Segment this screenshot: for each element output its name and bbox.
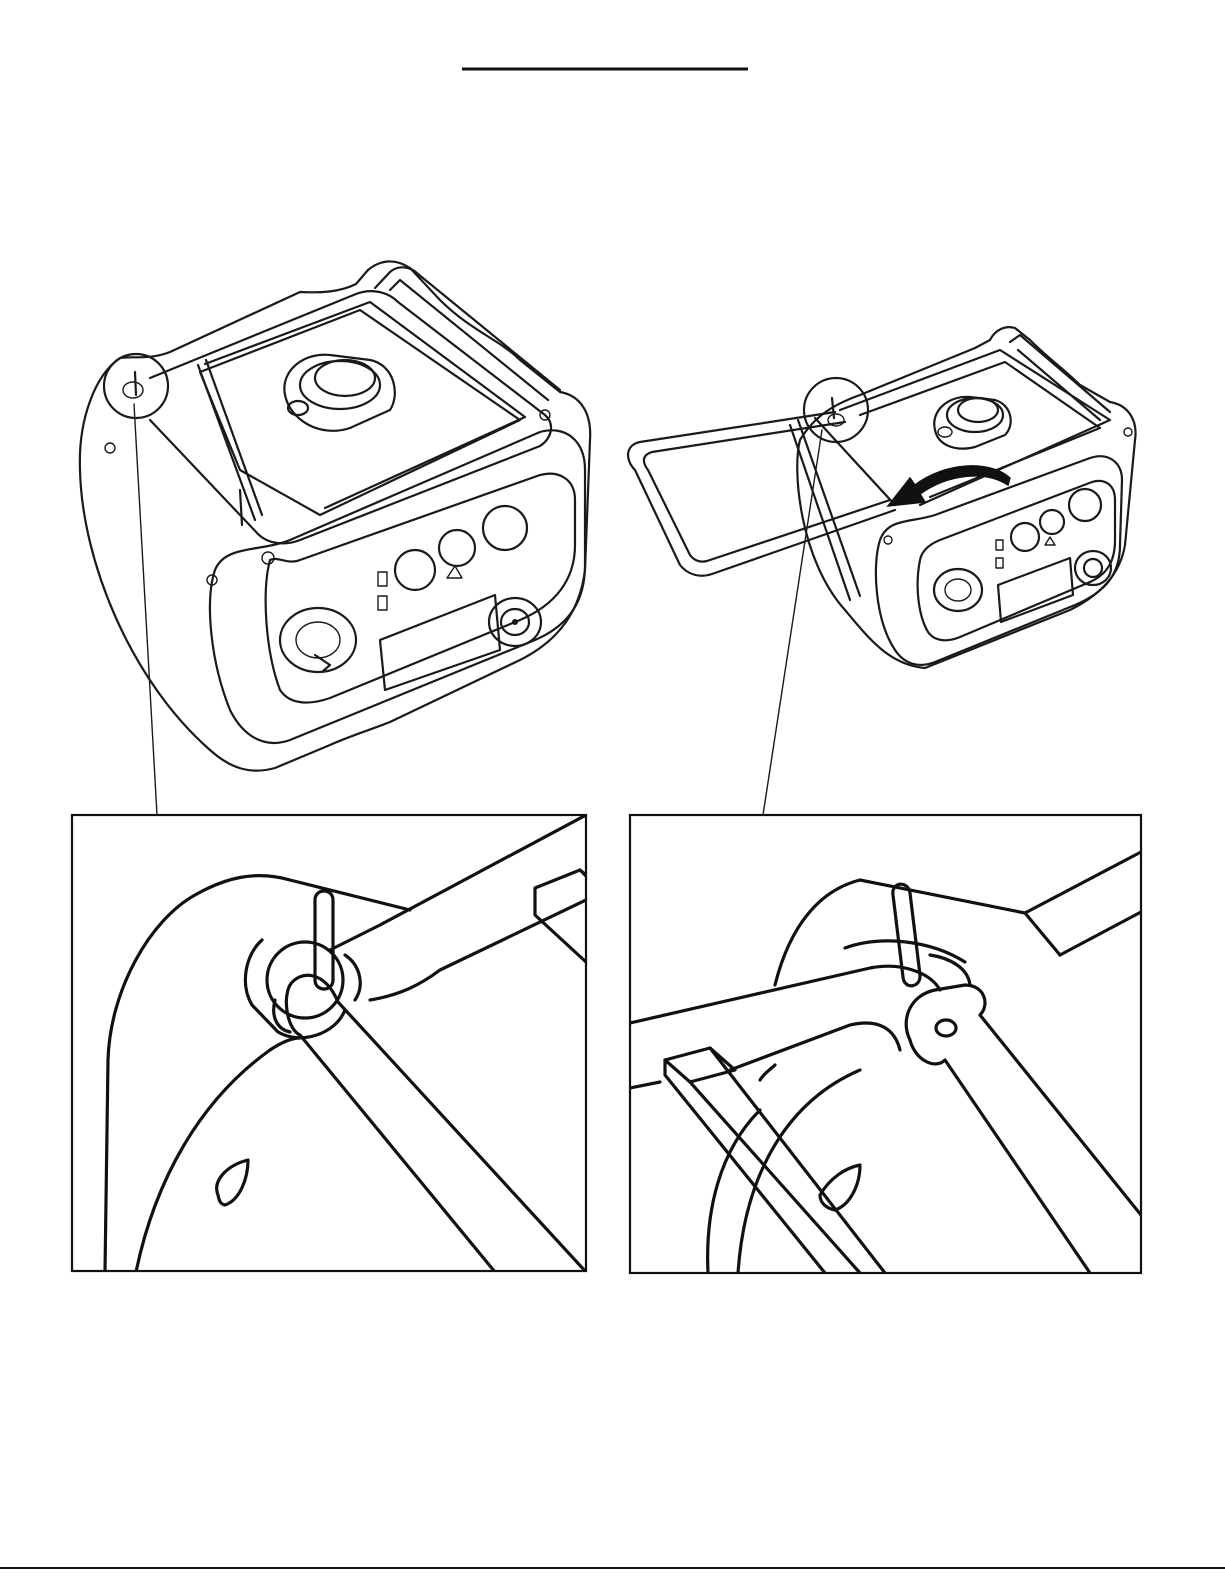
generator-right-body — [797, 327, 1135, 668]
generator-left-body — [80, 261, 590, 770]
switch-icon — [378, 596, 387, 610]
leader-line-right — [763, 430, 822, 815]
fuel-cap-icon — [284, 355, 394, 431]
generator-left-vent — [380, 595, 500, 690]
fuel-cap-icon — [934, 397, 1010, 449]
generator-right — [628, 327, 1135, 815]
outlet-icon — [395, 550, 435, 590]
outlet-icon — [439, 530, 475, 566]
generator-left-pin — [240, 490, 242, 525]
pull-start-icon — [934, 569, 982, 611]
switch-icon — [996, 540, 1003, 550]
leader-line-left — [134, 404, 157, 815]
outlet-icon — [1011, 523, 1039, 551]
detail-left — [72, 815, 586, 1272]
warning-triangle-icon — [1045, 537, 1055, 545]
outlet-icon — [1040, 510, 1064, 534]
pull-start-icon — [280, 608, 356, 672]
generator-left-handle — [375, 267, 560, 400]
generator-left-top-inner — [200, 310, 520, 515]
switch-icon — [996, 558, 1003, 568]
generator-left-handle-rail — [198, 360, 262, 520]
switch-icon — [378, 572, 387, 586]
generator-left — [80, 261, 590, 815]
callout-circle-icon — [804, 378, 868, 442]
generator-right-handle-top — [1010, 335, 1110, 420]
warning-triangle-icon — [447, 566, 462, 578]
detail-left-frame — [72, 815, 586, 1271]
rotation-arrow-icon — [888, 466, 1010, 506]
outlet-icon — [483, 506, 527, 550]
outlet-icon — [1069, 489, 1101, 521]
detail-right — [630, 815, 1141, 1273]
generator-left-front-panel — [266, 474, 575, 703]
generator-left-top-frame — [150, 291, 551, 543]
